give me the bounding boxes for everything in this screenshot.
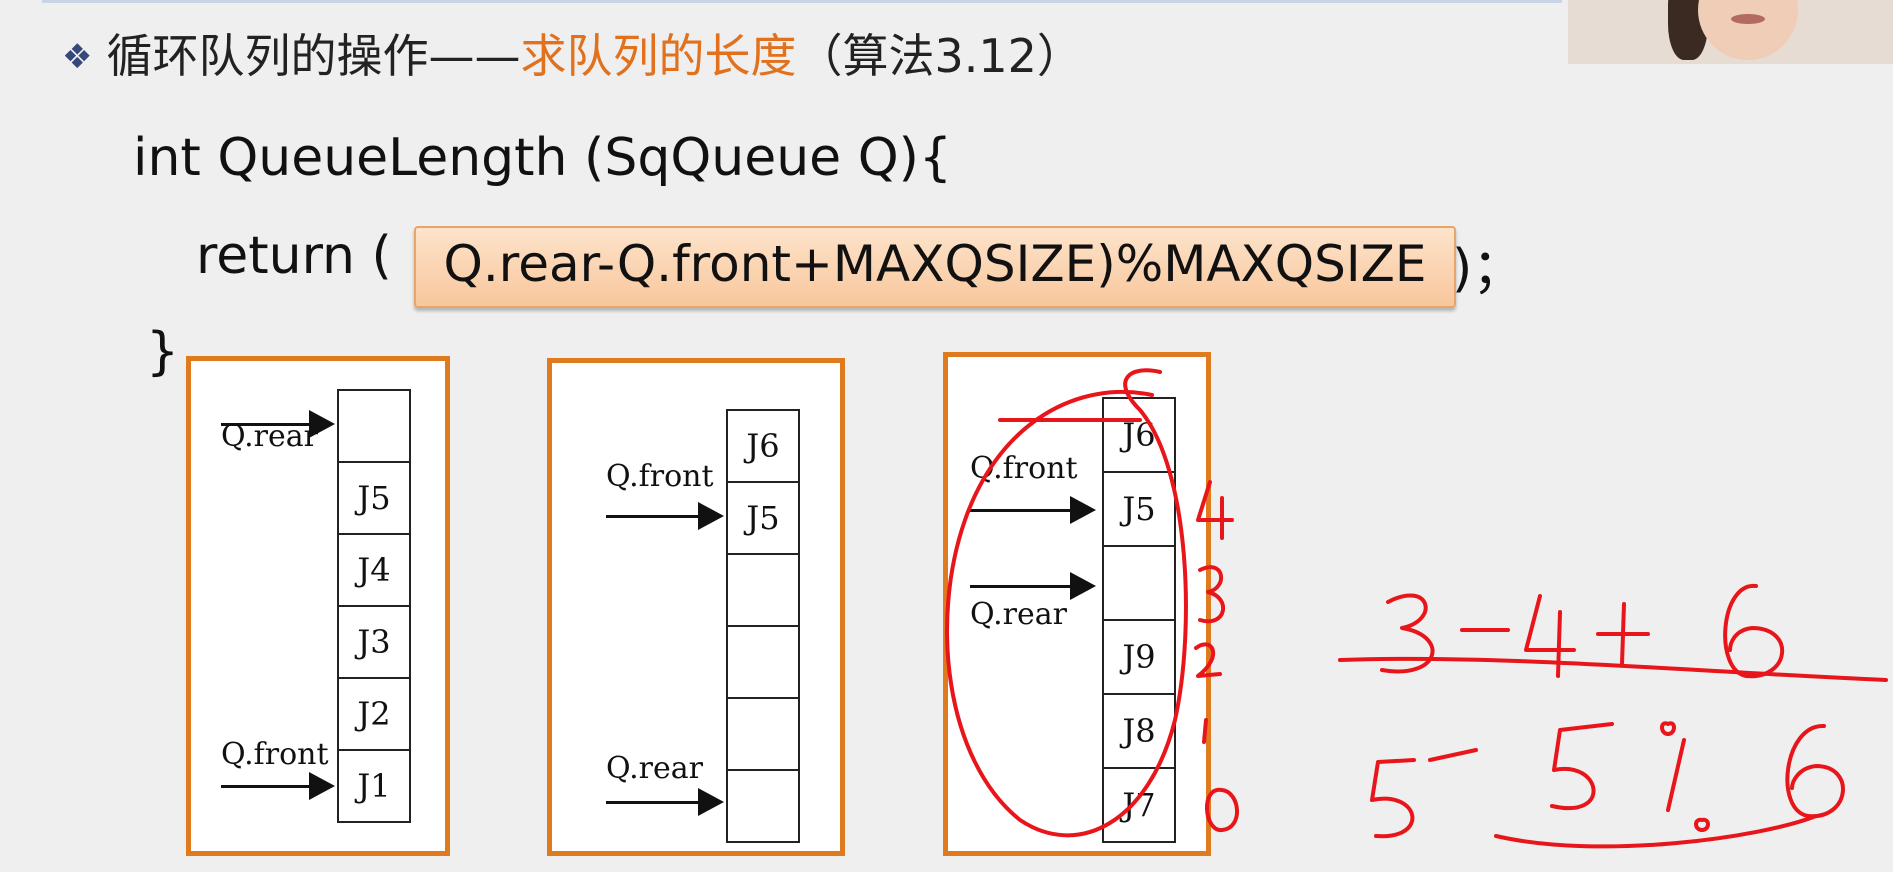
slide-title: ❖ 循环队列的操作——求队列的长度（算法3.12） xyxy=(62,26,1083,87)
diamond-bullet-icon: ❖ xyxy=(62,37,93,77)
code-closing-brace: } xyxy=(146,322,180,382)
queue-cell: J5 xyxy=(726,481,800,555)
numerator-6 xyxy=(1723,583,1784,679)
top-rule xyxy=(42,0,1562,3)
index-mark-2 xyxy=(1194,642,1222,678)
queue-cell: J7 xyxy=(1102,767,1176,843)
queue-diagram-2: J6 J5 Q.front Q.rear xyxy=(547,358,845,856)
queue-cell xyxy=(726,769,800,843)
denominator-percent xyxy=(1660,721,1710,832)
front-pointer-arrow xyxy=(970,496,1096,524)
rear-pointer-arrow xyxy=(221,410,335,438)
queue-cell: J6 xyxy=(726,409,800,483)
front-pointer-label: Q.front xyxy=(606,459,714,494)
code-line-return: return ( xyxy=(196,226,392,286)
fraction-bar xyxy=(1338,656,1888,682)
queue-cell: J1 xyxy=(337,749,411,823)
queue-diagram-1: J5 J4 J3 J2 J1 Q.rear Q.front xyxy=(186,356,450,856)
title-suffix: （算法3.12） xyxy=(796,29,1083,83)
index-mark-0 xyxy=(1205,787,1239,832)
underline-result xyxy=(1494,814,1818,849)
denominator-minus xyxy=(1428,748,1478,762)
rear-pointer-label: Q.rear xyxy=(606,751,703,786)
queue-cell: J9 xyxy=(1102,619,1176,695)
rear-pointer-label: Q.rear xyxy=(970,597,1067,632)
queue-cell xyxy=(726,625,800,699)
queue-cell: J2 xyxy=(337,677,411,751)
index-mark-1 xyxy=(1202,718,1208,744)
code-line-signature: int QueueLength (SqQueue Q){ xyxy=(133,128,952,188)
queue-cell: J5 xyxy=(1102,471,1176,547)
front-pointer-arrow xyxy=(606,502,724,530)
rear-pointer-arrow xyxy=(970,572,1096,600)
queue-diagram-3: J6 J5 J9 J8 J7 Q.front Q.rear xyxy=(943,352,1211,856)
queue-cell: J4 xyxy=(337,533,411,607)
queue-cell xyxy=(726,553,800,627)
numerator-3 xyxy=(1380,593,1435,674)
circled-queue-loop xyxy=(945,368,1188,838)
front-pointer-arrow xyxy=(221,772,335,800)
title-prefix: 循环队列的操作—— xyxy=(106,29,521,83)
numerator-plus xyxy=(1596,602,1650,666)
title-highlight: 求队列的长度 xyxy=(520,29,797,83)
denominator-6 xyxy=(1785,723,1845,819)
front-pointer-label: Q.front xyxy=(221,737,329,772)
rear-pointer-arrow xyxy=(606,788,724,816)
code-line-return-end: )； xyxy=(1452,239,1525,299)
presenter-webcam xyxy=(1568,0,1893,64)
numerator-4 xyxy=(1524,594,1576,678)
length-formula: Q.rear-Q.front+MAXQSIZE)%MAXQSIZE xyxy=(443,235,1427,293)
denominator-5a xyxy=(1370,758,1416,839)
denominator-5b xyxy=(1550,722,1614,810)
index-mark-4 xyxy=(1196,480,1234,540)
presenter-mouth xyxy=(1731,14,1765,24)
queue-cell xyxy=(726,697,800,771)
queue-cell xyxy=(337,389,411,463)
formula-highlight-box: Q.rear-Q.front+MAXQSIZE)%MAXQSIZE xyxy=(414,226,1456,308)
index-mark-3 xyxy=(1198,565,1226,624)
queue-cell: J8 xyxy=(1102,693,1176,769)
